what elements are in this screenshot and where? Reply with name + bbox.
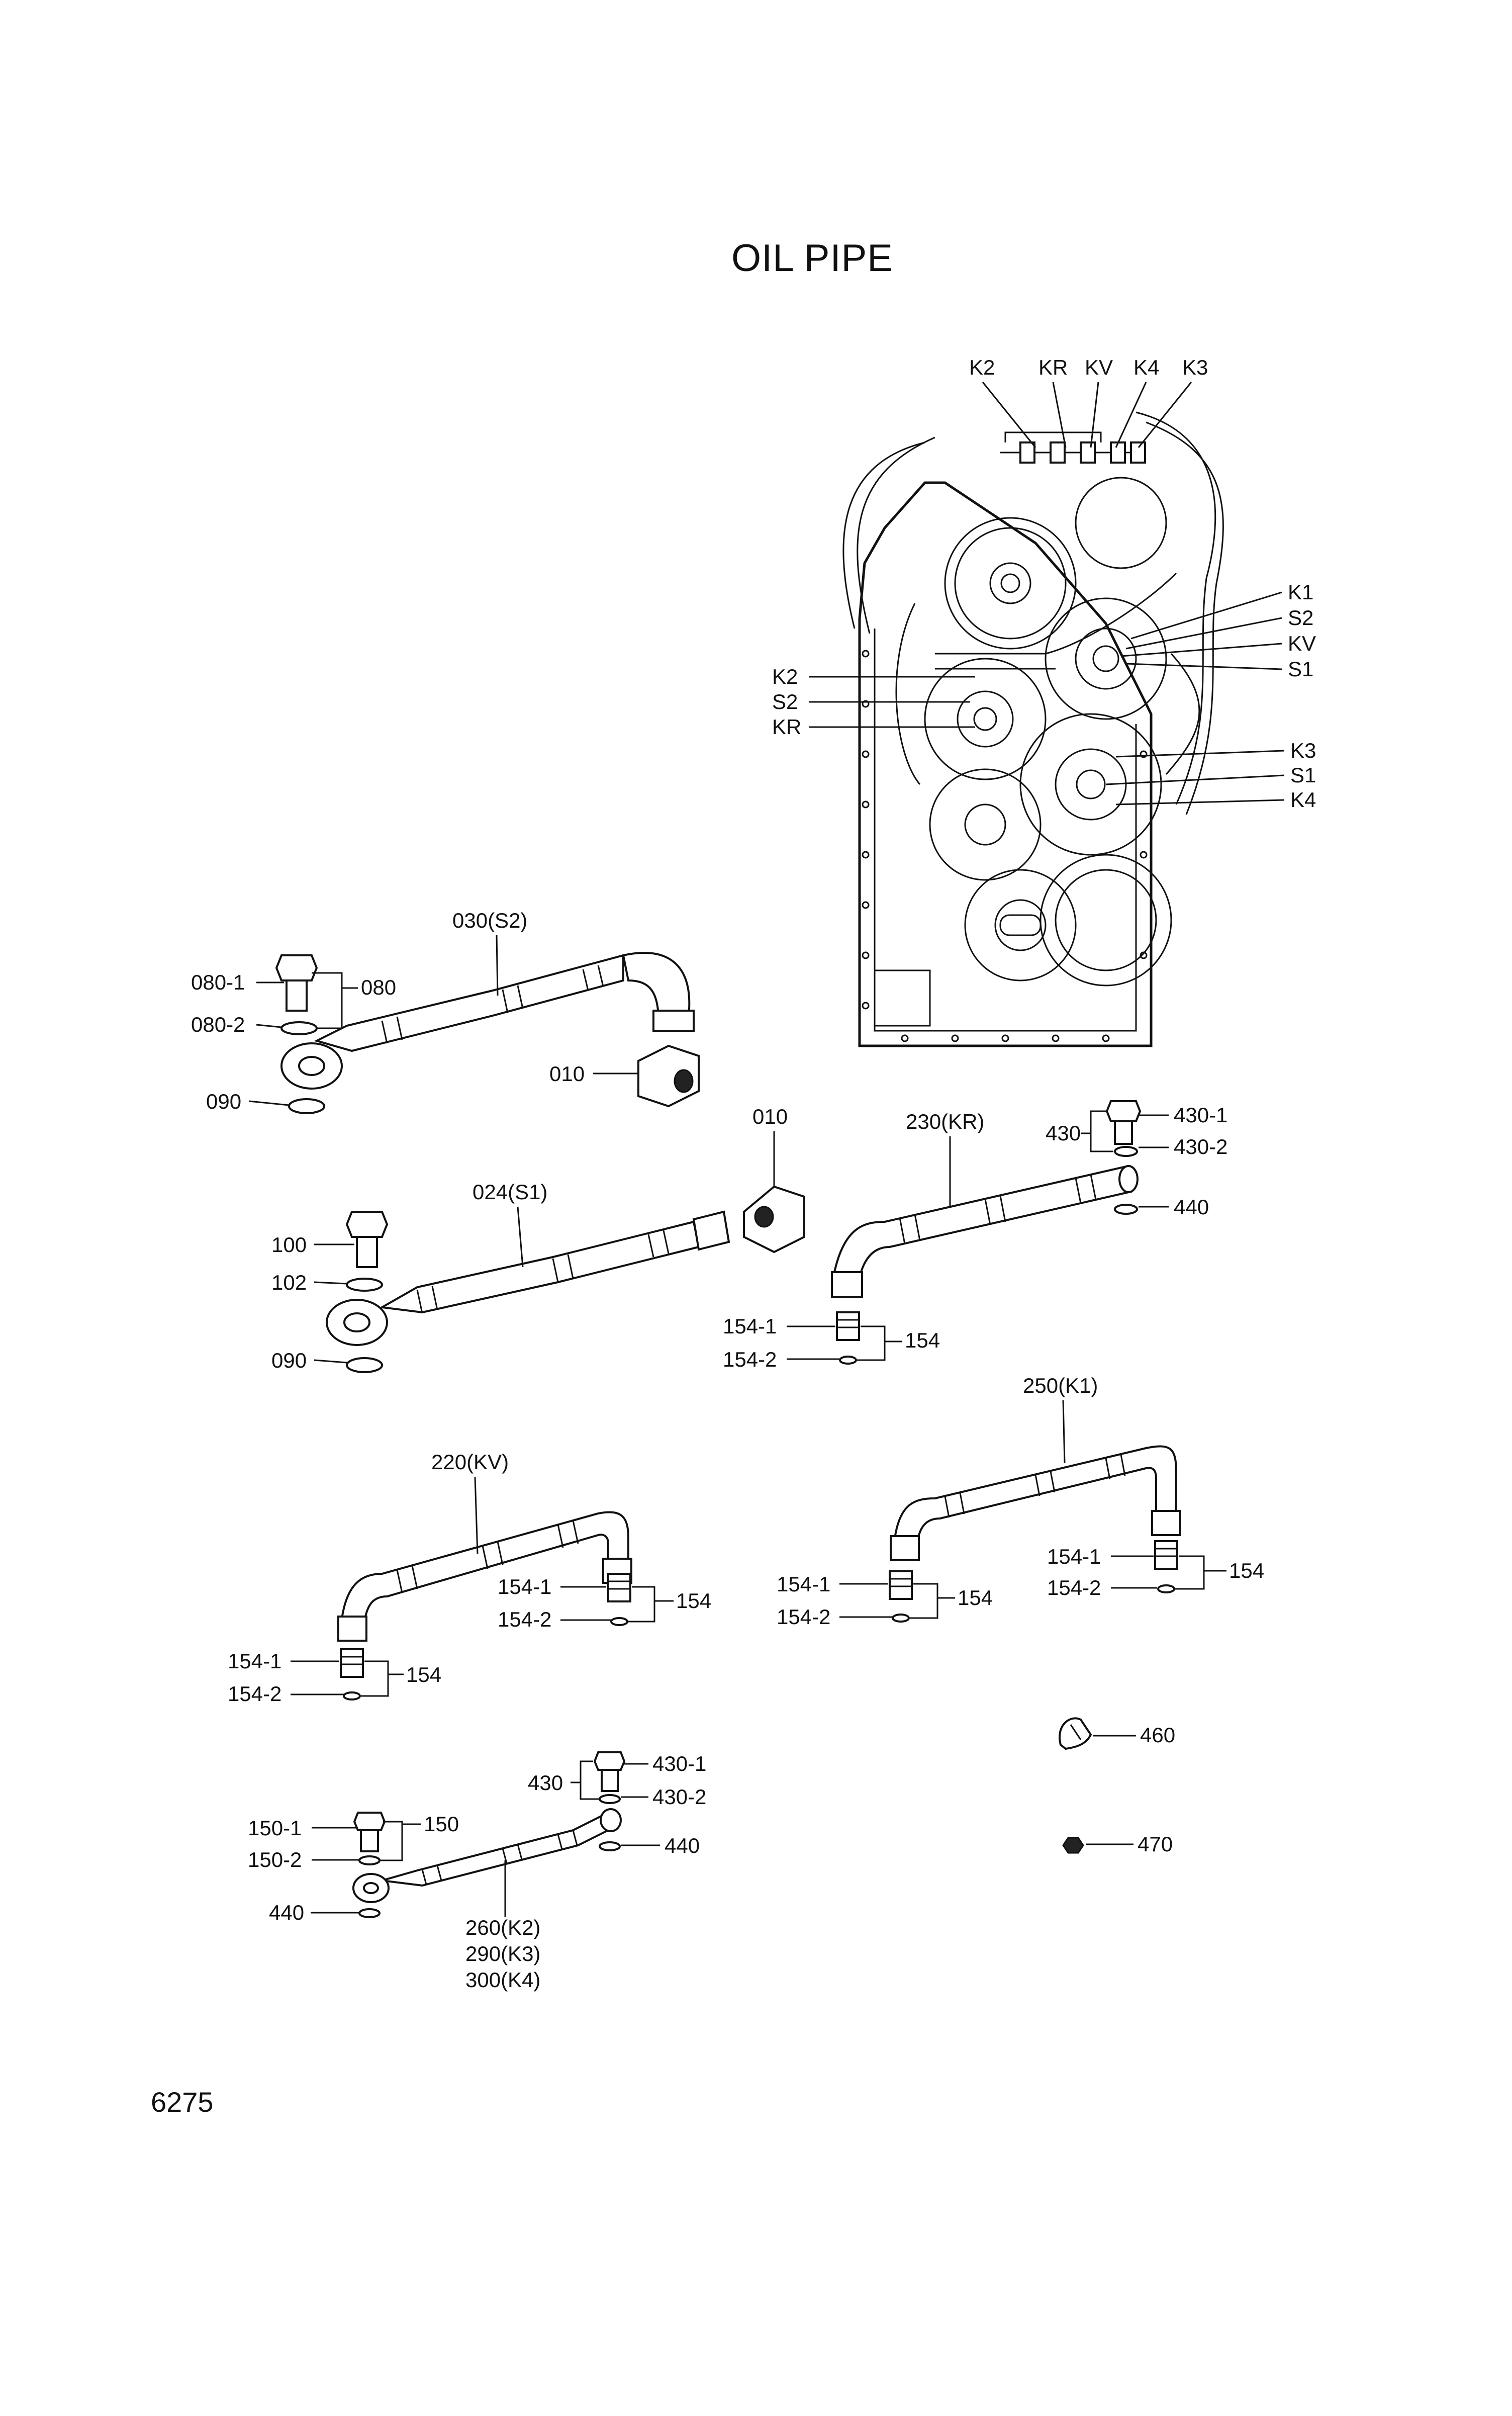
nut-470	[1062, 1837, 1084, 1854]
label-010-b: 010	[752, 1105, 788, 1128]
callout-kv-right: KV	[1288, 632, 1316, 655]
label-154-1-b: 154-1	[1047, 1545, 1101, 1568]
callout-k3-right: K3	[1290, 739, 1316, 762]
block-010-b	[743, 1185, 805, 1254]
transmission-housing	[842, 411, 1224, 1047]
housing-callouts-right-lower: K3 S1 K4	[1105, 739, 1316, 812]
callout-kr-top: KR	[1038, 355, 1068, 379]
label-102: 102	[271, 1271, 307, 1294]
callout-kv-top: KV	[1085, 355, 1113, 379]
label-080-1: 080-1	[191, 970, 245, 994]
label-440-b: 440	[665, 1834, 700, 1857]
label-080: 080	[361, 975, 396, 999]
label-470: 470	[1138, 1832, 1173, 1856]
label-260-k2: 260(K2)	[465, 1916, 540, 1939]
label-154-2-a: 154-2	[723, 1348, 777, 1371]
label-090-a: 090	[206, 1090, 241, 1113]
label-150-2: 150-2	[248, 1848, 302, 1871]
housing-callouts-top: K2 KR KV K4 K3	[969, 355, 1208, 448]
label-010-a: 010	[549, 1062, 585, 1086]
label-150-1: 150-1	[248, 1816, 302, 1840]
label-030-s2: 030(S2)	[452, 909, 527, 932]
callout-s2-right: S2	[1288, 606, 1313, 630]
label-154-2-b: 154-2	[1047, 1576, 1101, 1599]
label-430-2-b: 430-2	[652, 1785, 706, 1809]
label-430-b: 430	[528, 1771, 563, 1795]
fitting-154-a	[836, 1311, 860, 1365]
label-154-1-e: 154-1	[228, 1649, 281, 1673]
housing-callouts-left: K2 S2 KR	[772, 665, 975, 739]
label-154-d: 154	[676, 1589, 711, 1613]
label-100: 100	[271, 1233, 307, 1257]
bolt-150	[353, 1812, 386, 1918]
page-number: 6275	[151, 2086, 214, 2118]
pipe-230-kr	[831, 1165, 1139, 1298]
callout-k4-right: K4	[1290, 788, 1316, 812]
label-080-2: 080-2	[191, 1013, 245, 1036]
label-430-2-a: 430-2	[1174, 1135, 1227, 1158]
label-300-k4: 300(K4)	[465, 1968, 540, 1992]
label-430-a: 430	[1046, 1121, 1081, 1145]
label-440-c: 440	[269, 1901, 304, 1924]
fitting-154-c	[889, 1570, 913, 1623]
callout-k4-top: K4	[1133, 355, 1159, 379]
label-154-e: 154	[406, 1663, 441, 1686]
housing-callouts-right-upper: K1 S2 KV S1	[1120, 580, 1316, 681]
label-150: 150	[424, 1812, 459, 1836]
callout-s2-left: S2	[772, 690, 798, 713]
bolt-080	[275, 954, 325, 1114]
label-230-kr: 230(KR)	[906, 1110, 984, 1133]
callout-s1-right-upper: S1	[1288, 657, 1313, 681]
label-090-b: 090	[271, 1349, 307, 1372]
fitting-154-b	[1154, 1540, 1178, 1593]
label-430-1-a: 430-1	[1174, 1103, 1227, 1127]
pipe-260-290-300	[352, 1808, 622, 1903]
label-154-1-a: 154-1	[723, 1314, 777, 1338]
label-154-1-d: 154-1	[498, 1575, 551, 1598]
bolt-430-b	[593, 1751, 626, 1851]
callout-k1: K1	[1288, 580, 1313, 604]
callout-s1-right-lower: S1	[1290, 763, 1316, 787]
label-154-c: 154	[958, 1586, 993, 1609]
label-440-a: 440	[1174, 1195, 1209, 1219]
label-460: 460	[1140, 1723, 1175, 1747]
callout-k2-left: K2	[772, 665, 798, 688]
label-430-1-b: 430-1	[652, 1752, 706, 1775]
callout-kr-left: KR	[772, 715, 801, 739]
block-010-a	[637, 1044, 700, 1108]
label-220-kv: 220(KV)	[431, 1450, 509, 1474]
fitting-154-e	[340, 1648, 364, 1701]
label-290-k3: 290(K3)	[465, 1942, 540, 1965]
pipe-250-k1	[890, 1445, 1181, 1561]
diagram-title: OIL PIPE	[731, 237, 893, 280]
clip-460	[1059, 1717, 1092, 1750]
pipe-024-s1	[326, 1210, 730, 1346]
label-024-s1: 024(S1)	[472, 1180, 547, 1204]
label-154-1-c: 154-1	[777, 1572, 830, 1596]
fitting-154-d	[607, 1573, 631, 1626]
label-154-2-e: 154-2	[228, 1682, 281, 1706]
label-250-k1: 250(K1)	[1023, 1374, 1098, 1397]
label-154-b: 154	[1229, 1559, 1264, 1582]
pipe-220-kv	[337, 1511, 632, 1642]
callout-k2-top: K2	[969, 355, 995, 379]
label-154-a: 154	[905, 1328, 940, 1352]
label-154-2-d: 154-2	[498, 1607, 551, 1631]
label-154-2-c: 154-2	[777, 1605, 830, 1629]
bolt-100	[345, 1211, 389, 1373]
pipe-030-s2	[280, 952, 695, 1090]
bolt-430-a	[1105, 1100, 1142, 1215]
callout-k3-top: K3	[1182, 355, 1208, 379]
